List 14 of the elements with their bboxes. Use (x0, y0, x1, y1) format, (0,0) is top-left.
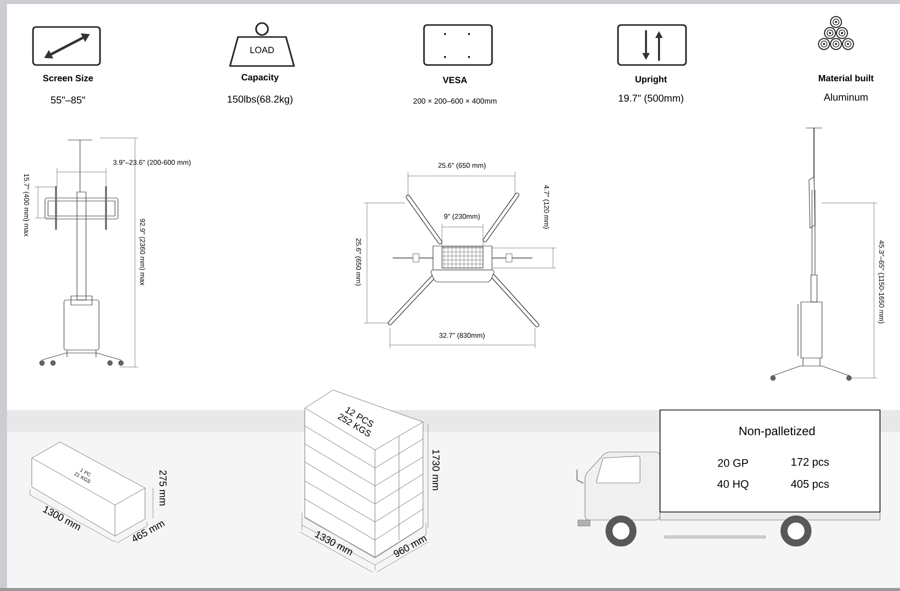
spec-value: 55"–85" (50, 96, 86, 104)
dimension-label: 1330 mm (314, 531, 352, 556)
dimension-label: 1730 mm (432, 450, 440, 490)
spec-value: 150lbs(68.2kg) (228, 95, 292, 105)
dimension-label: 275 mm (159, 470, 167, 506)
info-panel: Non-palletized 20 GP 172 pcs 40 HQ 405 pcs (660, 410, 880, 512)
spec-heading: Screen Size (43, 74, 93, 82)
dimension-label: 960 mm (394, 536, 427, 557)
spec-value: 19.7" (500mm) (618, 94, 684, 104)
spec-heading: VESA (442, 76, 468, 84)
spec-heading: Material built (818, 74, 874, 82)
spec-heading: Upright (636, 76, 667, 84)
spec-value: Aluminum (824, 93, 868, 101)
dimension-label: 1300 mm (42, 506, 80, 530)
